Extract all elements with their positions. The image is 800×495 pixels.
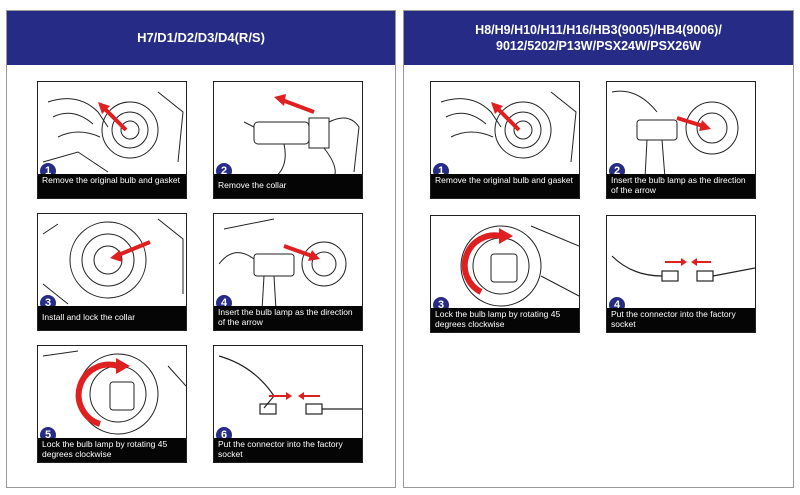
step-card: 3 Lock the bulb lamp by rotating 45 degr…: [430, 215, 580, 333]
connector-plug-illustration: [611, 255, 755, 282]
panel-title-text: H7/D1/D2/D3/D4(R/S): [137, 30, 265, 45]
right-instruction-panel: H8/H9/H10/H11/H16/HB3(9005)/HB4(9006)/ 9…: [403, 10, 794, 488]
step-card: 1 Remove the original bulb and gasket: [37, 81, 187, 199]
connector-plug-illustration: [218, 355, 362, 415]
bulb-removal-illustration: [440, 91, 577, 163]
step-card: 4 Insert the bulb lamp as the direction …: [213, 213, 363, 331]
collar-install-illustration: [42, 218, 184, 305]
step-card: 3 Install and lock the collar: [37, 213, 187, 331]
step-caption: Lock the bulb lamp by rotating 45 degree…: [38, 438, 186, 462]
step-caption: Remove the original bulb and gasket: [431, 174, 579, 198]
step-card: 2 Insert the bulb lamp as the direction …: [606, 81, 756, 199]
step-caption: Put the connector into the factory socke…: [214, 438, 362, 462]
step-caption: Install and lock the collar: [38, 306, 186, 330]
panel-title: H8/H9/H10/H11/H16/HB3(9005)/HB4(9006)/ 9…: [404, 11, 793, 65]
step-card: 6 Put the connector into the factory soc…: [213, 345, 363, 463]
step-caption: Lock the bulb lamp by rotating 45 degree…: [431, 308, 579, 332]
bulb-insert-illustration: [218, 218, 347, 310]
step-card: 4 Put the connector into the factory soc…: [606, 215, 756, 333]
collar-removal-illustration: [243, 94, 360, 178]
step-caption: Insert the bulb lamp as the direction of…: [214, 306, 362, 330]
bulb-insert-illustration: [611, 90, 739, 178]
step-caption: Put the connector into the factory socke…: [607, 308, 755, 332]
step-caption: Remove the original bulb and gasket: [38, 174, 186, 198]
step-caption: Remove the collar: [214, 174, 362, 198]
step-caption: Insert the bulb lamp as the direction of…: [607, 174, 755, 198]
left-instruction-panel: H7/D1/D2/D3/D4(R/S) 1 Remove the origina…: [6, 10, 396, 488]
bulb-removal-illustration: [42, 91, 184, 173]
step-card: 5 Lock the bulb lamp by rotating 45 degr…: [37, 345, 187, 463]
bulb-rotate-illustration: [42, 350, 186, 435]
panel-title-line: 9012/5202/P13W/PSX24W/PSX26W: [496, 39, 701, 53]
step-card: 2 Remove the collar: [213, 81, 363, 199]
bulb-rotate-illustration: [460, 225, 579, 307]
panel-title: H7/D1/D2/D3/D4(R/S): [7, 11, 395, 65]
step-card: 1 Remove the original bulb and gasket: [430, 81, 580, 199]
panel-title-line: H8/H9/H10/H11/H16/HB3(9005)/HB4(9006)/: [475, 23, 722, 37]
